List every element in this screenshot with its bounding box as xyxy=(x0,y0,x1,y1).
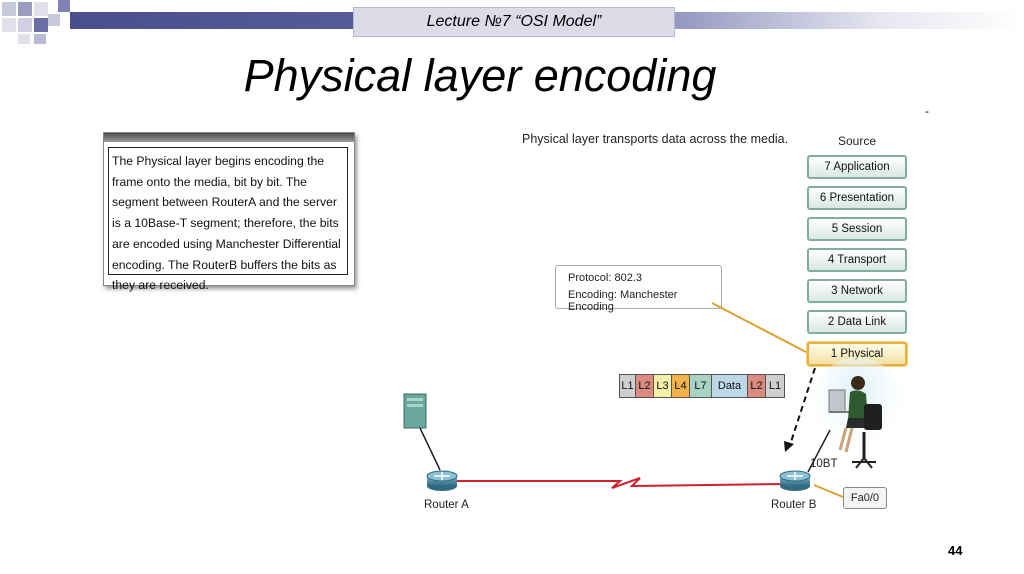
server-icon xyxy=(403,393,427,429)
interface-pointer xyxy=(813,484,844,498)
frame-segment: L4 xyxy=(672,375,690,397)
frame-segment: L1 xyxy=(620,375,636,397)
layer-presentation: 6 Presentation xyxy=(807,186,907,210)
diagram-caption: Physical layer transports data across th… xyxy=(522,132,789,146)
page-number: 44 xyxy=(948,543,963,558)
protocol-pointer-line xyxy=(711,302,807,353)
protocol-line: Protocol: 802.3 xyxy=(568,272,642,284)
dashed-arrow xyxy=(789,367,816,446)
router-a-icon xyxy=(426,470,458,491)
frame-segment: L7 xyxy=(690,375,712,397)
layer-application: 7 Application xyxy=(807,155,907,179)
router-b-icon xyxy=(779,470,811,491)
dash-mark: - xyxy=(925,104,929,118)
frame-segment: Data xyxy=(712,375,748,397)
layer-network: 3 Network xyxy=(807,279,907,303)
frame-segment: L3 xyxy=(654,375,672,397)
frame-segment: L1 xyxy=(766,375,784,397)
header-decoration xyxy=(0,0,1024,44)
arrow-head xyxy=(784,441,794,452)
server-link xyxy=(419,427,441,471)
callout-text: The Physical layer begins encoding the f… xyxy=(108,147,348,292)
interface-label: Fa0/0 xyxy=(843,487,887,509)
protocol-box: Protocol: 802.3 Encoding: Manchester Enc… xyxy=(555,265,722,313)
layer-session: 5 Session xyxy=(807,217,907,241)
callout-title-bar xyxy=(104,133,354,142)
slide-title: Physical layer encoding xyxy=(243,50,717,101)
lecture-title: Lecture №7 “OSI Model” xyxy=(353,7,675,37)
router-b-label: Router B xyxy=(771,499,817,511)
serial-link xyxy=(456,477,786,489)
frame-segment: L2 xyxy=(748,375,766,397)
layer-data-link: 2 Data Link xyxy=(807,310,907,334)
frame-segment: L2 xyxy=(636,375,654,397)
router-a-label: Router A xyxy=(424,499,469,511)
encoding-line: Encoding: Manchester Encoding xyxy=(568,289,678,313)
frame-bar: L1 L2 L3 L4 L7 Data L2 L1 xyxy=(619,374,785,398)
source-label: Source xyxy=(838,134,877,148)
person-icon xyxy=(828,376,882,469)
layer-transport: 4 Transport xyxy=(807,248,907,272)
link-speed-label: 10BT xyxy=(810,458,838,470)
router-b-link xyxy=(807,429,831,473)
explanation-callout: The Physical layer begins encoding the f… xyxy=(103,132,355,292)
